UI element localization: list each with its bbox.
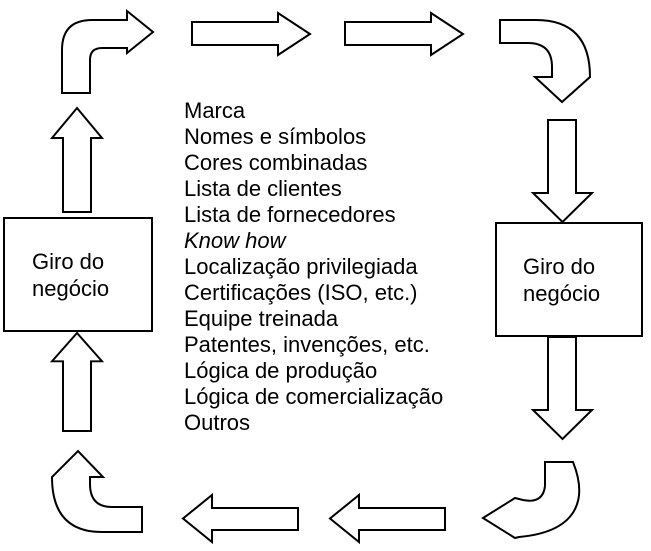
right-giro-box-label-line1: Giro do (523, 253, 596, 279)
list-item: Marca (184, 98, 246, 123)
list-item: Nomes e símbolos (184, 124, 367, 149)
down-arrow-right-upper-icon (530, 119, 595, 224)
bent-arrow-bottom-left-icon (50, 449, 143, 533)
bent-arrow-bottom-right-icon (481, 461, 581, 540)
list-item: Lista de fornecedores (184, 202, 396, 227)
list-item: Localização privilegiada (184, 254, 418, 279)
list-item: Equipe treinada (184, 306, 339, 331)
list-item: Certificações (ISO, etc.) (184, 280, 418, 305)
list-item: Outros (184, 410, 251, 435)
list-item: Lista de clientes (184, 176, 342, 201)
list-item-know-how: Know how (184, 228, 286, 253)
left-arrow-bottom-1-icon (328, 492, 446, 545)
left-giro-box-label-line1: Giro do (32, 248, 105, 274)
right-arrow-top-2-icon (344, 11, 465, 57)
list-item: Lógica de produção (184, 358, 378, 383)
bent-arrow-top-left-icon (61, 8, 155, 94)
right-giro-box: Giro do negócio (495, 222, 643, 337)
up-arrow-left-upper-icon (49, 106, 105, 213)
list-item: Lógica de comercialização (184, 384, 444, 409)
list-item: Patentes, invenções, etc. (184, 332, 430, 357)
left-arrow-bottom-2-icon (181, 492, 299, 545)
left-giro-box: Giro do negócio (3, 217, 153, 332)
down-arrow-right-lower-icon (530, 336, 595, 441)
right-arrow-top-1-icon (191, 11, 312, 57)
right-giro-box-label-line2: negócio (523, 280, 601, 306)
bent-arrow-top-right-icon (499, 19, 592, 104)
left-giro-box-label-line2: negócio (32, 275, 110, 301)
intangible-assets-list: Marca Nomes e símbolos Cores combinadas … (184, 98, 443, 436)
list-item: Cores combinadas (184, 150, 368, 175)
up-arrow-left-lower-icon (49, 331, 105, 432)
